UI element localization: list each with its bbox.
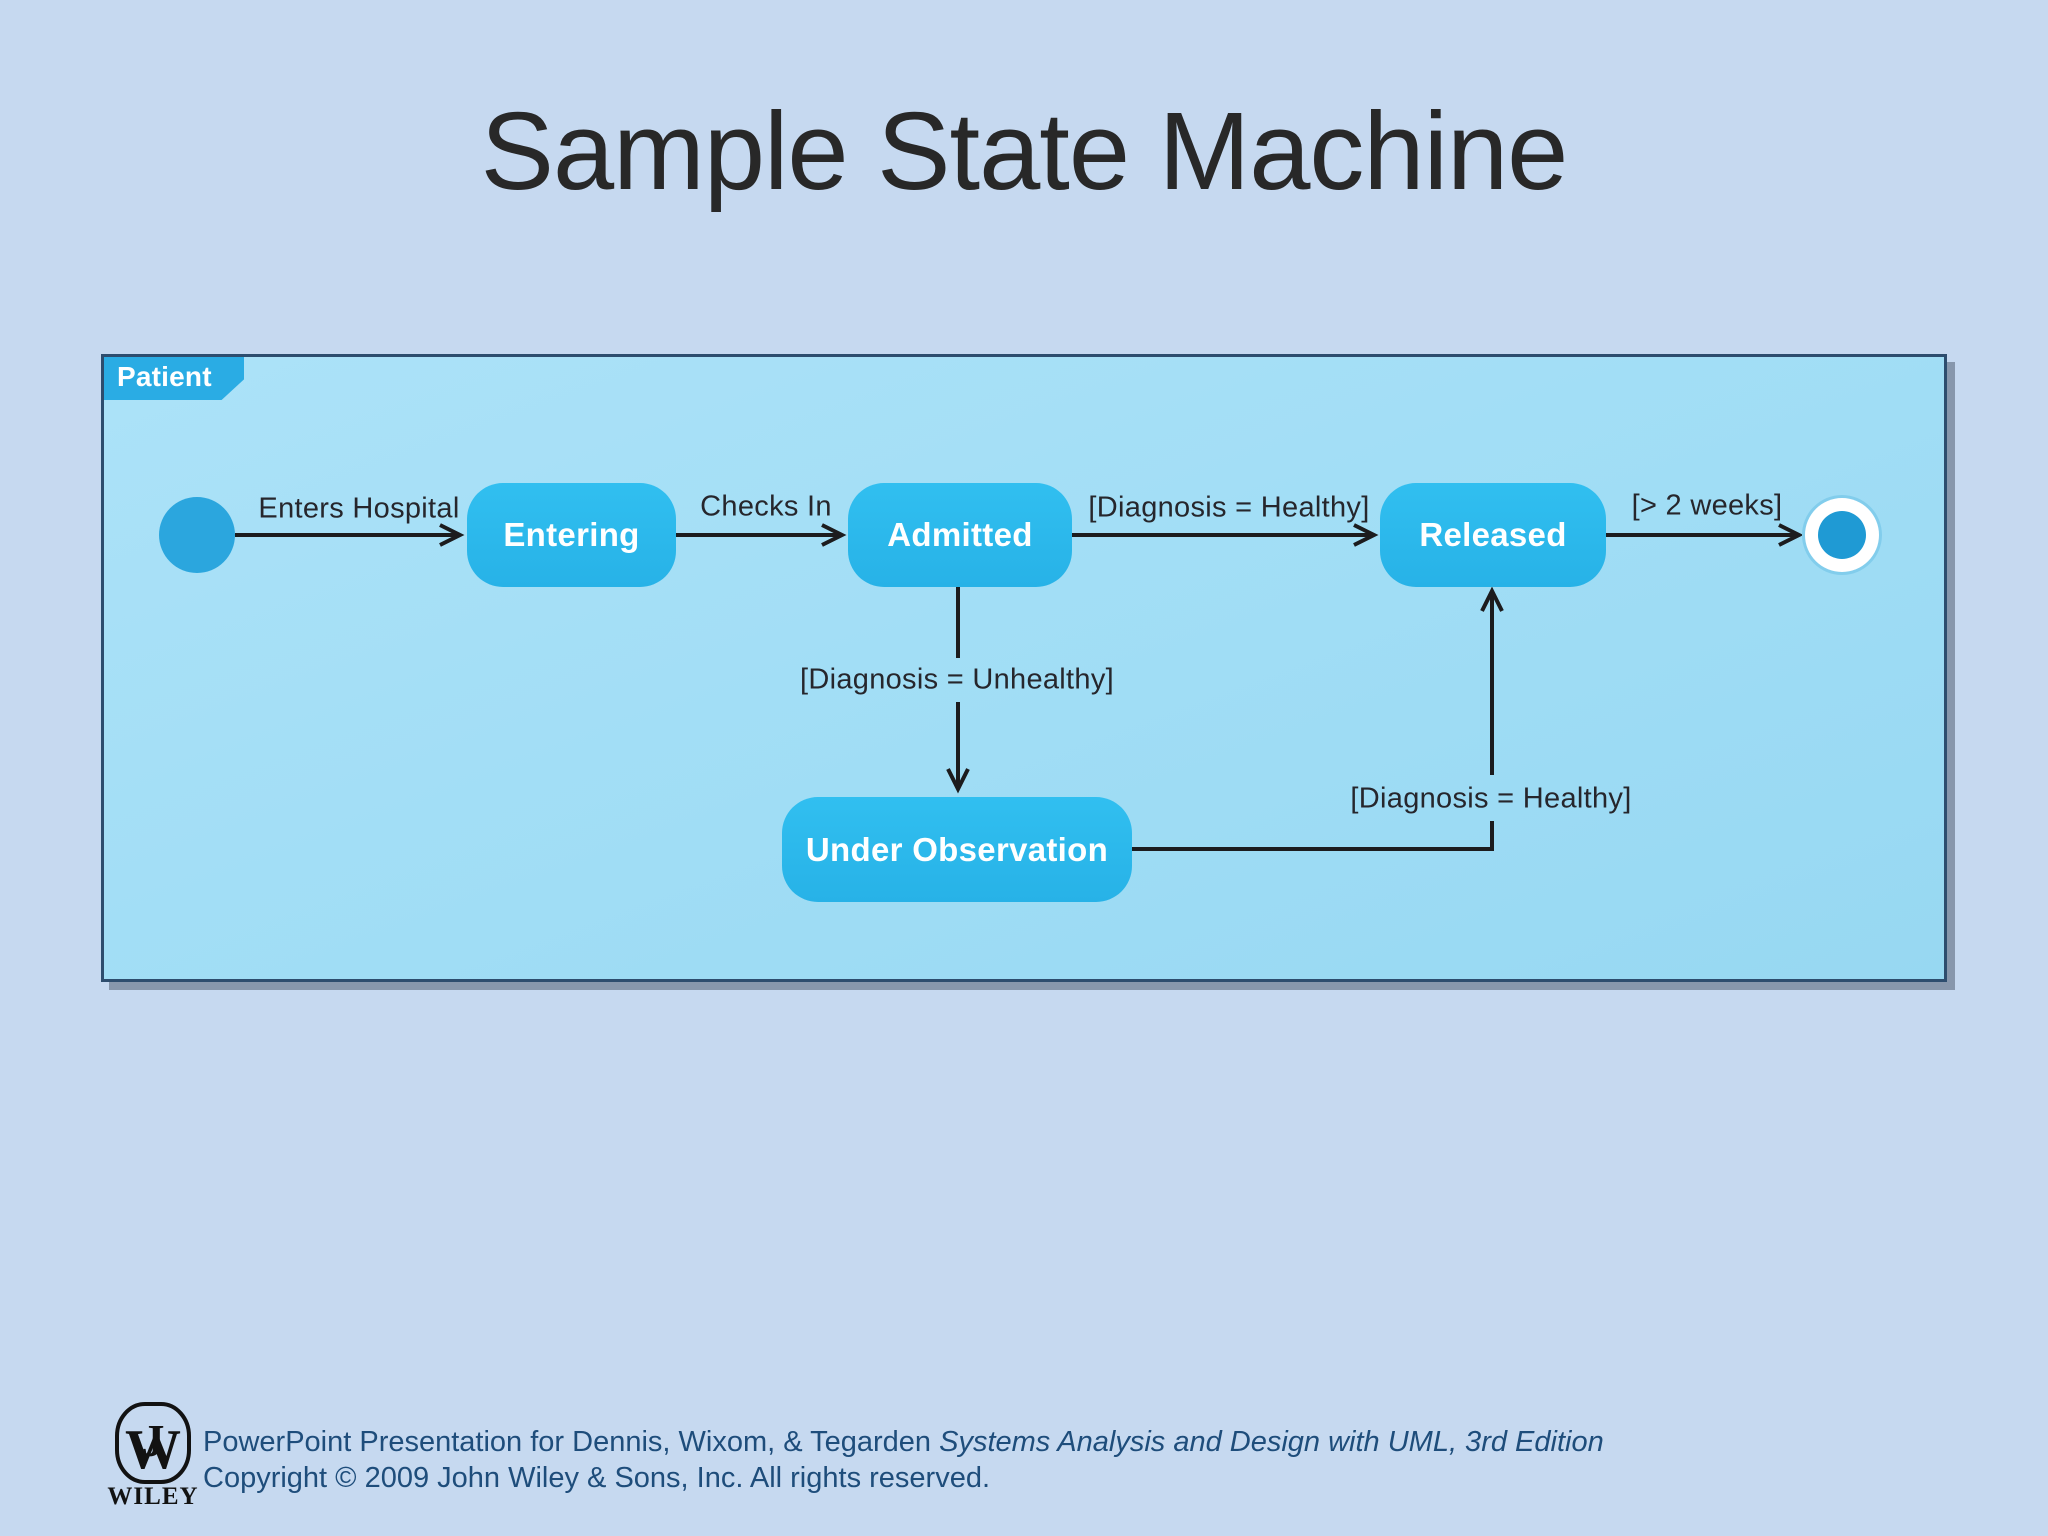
wiley-logo: W J WILEY — [107, 1402, 198, 1510]
footer-line-1-prefix: PowerPoint Presentation for Dennis, Wixo… — [203, 1426, 940, 1458]
transition-connectors — [235, 523, 1804, 851]
state-released: Released — [1380, 483, 1606, 587]
state-machine-frame: Patient Entering Admitted Released Under… — [101, 354, 1947, 982]
footer-line-1: PowerPoint Presentation for Dennis, Wixo… — [203, 1424, 1604, 1460]
transition-label-diagnosis-healthy: [Diagnosis = Healthy] — [1088, 491, 1370, 524]
transition-label-enters-hospital: Enters Hospital — [258, 492, 460, 525]
final-state-node — [1805, 498, 1879, 572]
state-entering-label: Entering — [503, 516, 640, 553]
page-title: Sample State Machine — [480, 90, 1569, 213]
footer-credits: PowerPoint Presentation for Dennis, Wixo… — [203, 1424, 1604, 1496]
transition-label-gt-2-weeks: [> 2 weeks] — [1631, 489, 1783, 522]
state-admitted: Admitted — [848, 483, 1072, 587]
wiley-monogram-w: W — [125, 1419, 181, 1481]
state-under-observation: Under Observation — [782, 797, 1132, 902]
state-entering: Entering — [467, 483, 676, 587]
frame-tab-label: Patient — [117, 361, 212, 392]
wiley-wordmark: WILEY — [107, 1483, 198, 1510]
footer-line-1-book-title: Systems Analysis and Design with UML, 3r… — [939, 1426, 1604, 1458]
transition-label-diagnosis-unhealthy: [Diagnosis = Unhealthy] — [800, 663, 1114, 696]
transition-label-checks-in: Checks In — [700, 490, 832, 523]
state-released-label: Released — [1419, 516, 1567, 553]
transition-label-diagnosis-healthy-2: [Diagnosis = Healthy] — [1350, 782, 1632, 815]
footer-line-2: Copyright © 2009 John Wiley & Sons, Inc.… — [203, 1462, 991, 1494]
transition-line-observation-to-released — [1132, 821, 1494, 851]
final-state-inner-dot — [1818, 511, 1866, 559]
initial-state-node — [159, 497, 235, 573]
state-admitted-label: Admitted — [887, 516, 1033, 553]
state-under-observation-label: Under Observation — [805, 830, 1109, 868]
wiley-monogram-j: J — [142, 1415, 165, 1466]
frame-tab-patient: Patient — [104, 357, 244, 400]
